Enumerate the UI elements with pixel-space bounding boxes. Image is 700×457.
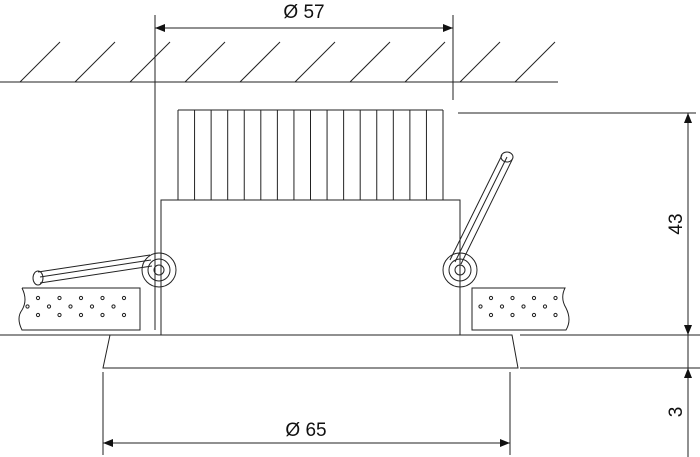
bottom-diameter-label: Ø 65 <box>285 420 326 441</box>
board-dot <box>553 295 558 301</box>
dimension-bottom-diameter: Ø 65 <box>102 372 511 455</box>
board-dot <box>531 295 537 301</box>
board-dot <box>121 295 127 301</box>
hatch-line <box>19 41 61 83</box>
dimension-top-diameter: Ø 57 <box>154 2 454 330</box>
board-dot <box>57 295 62 301</box>
board-dot <box>100 295 105 301</box>
hatch-line <box>129 41 171 83</box>
board-dot <box>478 304 483 309</box>
hatch-line <box>74 41 116 83</box>
hatch-line <box>349 41 391 83</box>
flange-height-label: 3 <box>666 407 687 418</box>
board-dot <box>35 312 41 318</box>
ceiling-hatch <box>19 41 556 83</box>
board-dot <box>89 304 95 309</box>
board-dot <box>100 312 105 318</box>
dimension-flange-height: 3 <box>520 335 700 457</box>
board-dot <box>25 304 30 309</box>
board-dot <box>121 312 127 318</box>
board-dot <box>488 295 494 301</box>
right-ceiling-board <box>471 287 570 331</box>
board-dot <box>510 312 515 318</box>
hatch-line <box>294 41 336 83</box>
flange <box>102 334 519 369</box>
board-dot <box>78 295 84 301</box>
board-dot <box>499 304 505 309</box>
board-dot <box>521 304 526 309</box>
hatch-line <box>184 41 226 83</box>
right-spring-clip <box>442 151 514 288</box>
hatch-line <box>239 41 281 83</box>
hatch-line <box>514 41 556 83</box>
board-dot <box>553 312 558 318</box>
heat-sink <box>177 109 444 200</box>
lamp-body <box>160 199 461 336</box>
board-dot <box>510 295 515 301</box>
hatch-line <box>459 41 501 83</box>
board-dot <box>531 312 537 318</box>
ceiling <box>0 41 558 83</box>
board-dot <box>488 312 494 318</box>
board-dot <box>111 304 116 309</box>
board-dot <box>46 304 52 309</box>
board-dot <box>57 312 62 318</box>
left-spring-clip <box>32 252 177 288</box>
hatch-line <box>404 41 446 83</box>
board-dot <box>78 312 84 318</box>
board-dot <box>35 295 41 301</box>
top-diameter-label: Ø 57 <box>283 2 324 23</box>
dimension-height: 43 <box>0 112 700 336</box>
board-dot <box>68 304 73 309</box>
left-ceiling-board <box>18 287 141 331</box>
board-dot <box>542 304 548 309</box>
height-label: 43 <box>666 213 687 234</box>
